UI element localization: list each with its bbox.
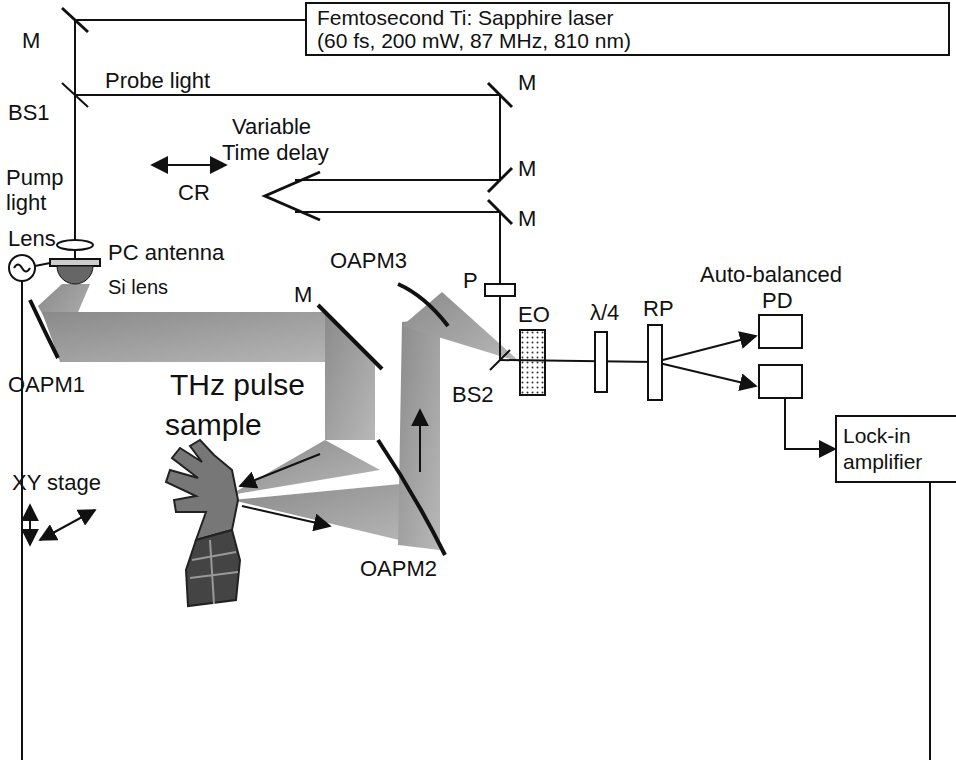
part-label: λ/4 bbox=[590, 300, 619, 325]
part-label: M bbox=[518, 206, 536, 231]
part-label: Lens bbox=[8, 226, 56, 251]
signal-wire bbox=[785, 399, 835, 449]
photodetector: Auto-balancedPD bbox=[700, 262, 842, 399]
part-label: Si lens bbox=[108, 276, 168, 299]
node-text: PD bbox=[762, 288, 842, 314]
part-label: Time delay bbox=[222, 140, 329, 165]
part-label: P bbox=[463, 268, 478, 293]
thz-beam bbox=[38, 284, 520, 550]
part-label: XY stage bbox=[12, 470, 101, 495]
part-label: Pump light bbox=[6, 165, 66, 216]
part-label: BS1 bbox=[8, 100, 50, 125]
part-label: Probe light bbox=[105, 68, 210, 93]
part-label: PC antenna bbox=[108, 240, 224, 265]
part-label: M bbox=[518, 156, 536, 181]
part-label: Variable bbox=[232, 114, 311, 139]
part-label: BS2 bbox=[452, 382, 494, 407]
instrument-box: Lock-in amplifier bbox=[835, 415, 956, 483]
part-label: OAPM1 bbox=[8, 372, 85, 397]
part-label: OAPM2 bbox=[360, 556, 437, 581]
node-text: Auto-balanced bbox=[700, 262, 842, 288]
part-label: sample bbox=[165, 408, 262, 443]
node-text: Femtosecond Ti: Sapphire laser bbox=[317, 6, 938, 29]
part-label: M bbox=[294, 282, 312, 307]
xy-arrows bbox=[30, 505, 95, 545]
node-text: Lock-in amplifier bbox=[843, 423, 950, 475]
instrument-box: Femtosecond Ti: Sapphire laser(60 fs, 20… bbox=[305, 2, 950, 56]
hand-sample bbox=[166, 440, 240, 606]
photodiode bbox=[758, 314, 803, 349]
part-label: M bbox=[518, 70, 536, 95]
optics bbox=[30, 8, 662, 555]
part-label: RP bbox=[643, 296, 674, 321]
part-label: CR bbox=[178, 180, 210, 205]
photodiode bbox=[758, 364, 803, 399]
part-label: EO bbox=[518, 302, 550, 327]
wiring bbox=[9, 255, 930, 760]
part-label: THz pulse bbox=[170, 368, 305, 403]
part-label: M bbox=[22, 28, 40, 53]
part-label: OAPM3 bbox=[330, 248, 407, 273]
node-text: (60 fs, 200 mW, 87 MHz, 810 nm) bbox=[317, 29, 938, 52]
